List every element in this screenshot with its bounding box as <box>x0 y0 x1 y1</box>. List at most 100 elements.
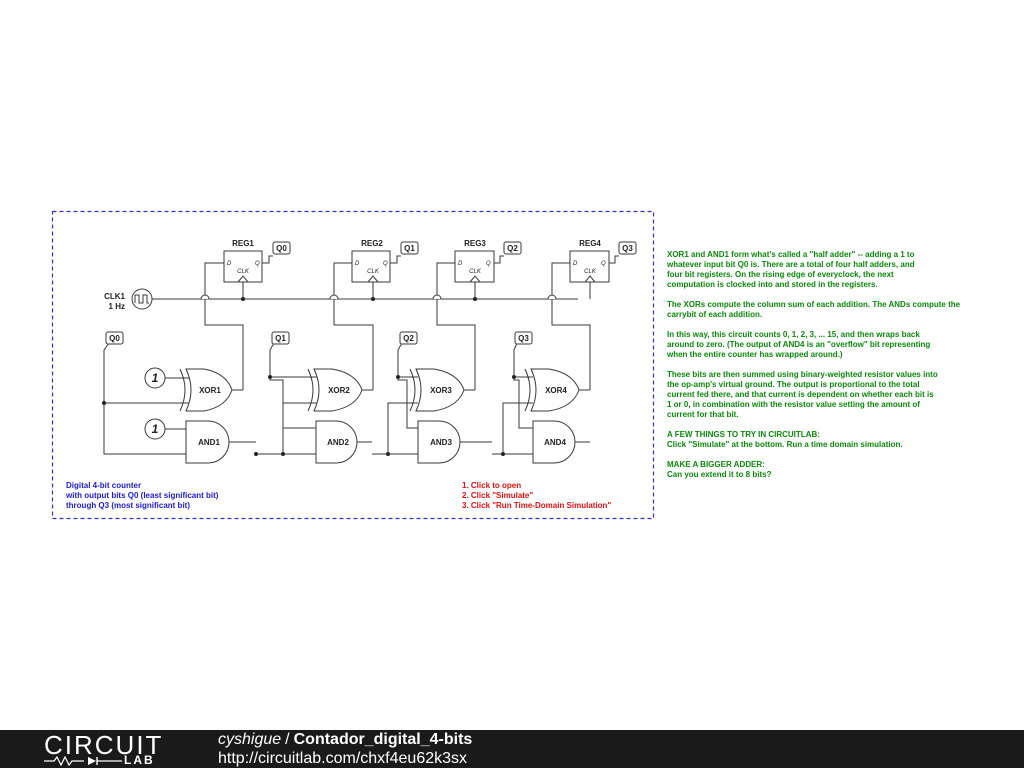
clock-name: CLK1 <box>104 292 125 301</box>
explanation-line: In this way, this circuit counts 0, 1, 2… <box>667 330 920 339</box>
instructions-steps: 1. Click to open 2. Click "Simulate" 3. … <box>462 481 611 511</box>
explanation-gap <box>667 450 960 460</box>
output-flag-q3-label: Q3 <box>622 244 633 253</box>
constant-one-and1-label: 1 <box>152 422 159 436</box>
step-line: 1. Click to open <box>462 481 522 490</box>
explanation-line: Can you extend it to 8 bits? <box>667 470 772 479</box>
circuitlab-logo-circuit[interactable]: CIRCUIT <box>44 730 164 760</box>
schematic-frame <box>51 210 655 520</box>
description-line: through Q3 (most significant bit) <box>66 501 190 510</box>
xor-gate-xor4[interactable]: XOR4 <box>524 368 580 412</box>
explanation-gap <box>667 420 960 430</box>
explanation-line: MAKE A BIGGER ADDER: <box>667 460 765 469</box>
title-separator: / <box>285 731 290 748</box>
description-line: Digital 4-bit counter <box>66 481 142 490</box>
circuit-description: Digital 4-bit counter with output bits Q… <box>66 481 218 511</box>
explanation-line: the op-amp's virtual ground. The output … <box>667 380 920 389</box>
register-reg4-clk: CLK <box>584 269 597 275</box>
constant-one-xor1[interactable]: 1 <box>144 367 166 389</box>
clock-frequency: 1 Hz <box>109 302 125 311</box>
clock-source[interactable] <box>131 288 153 310</box>
and-gate-and2[interactable]: AND2 <box>315 420 358 464</box>
register-reg2[interactable]: REG2 D Q CLK <box>351 239 391 283</box>
constant-one-xor1-label: 1 <box>152 371 159 385</box>
resistor-diode-logo-icon <box>44 756 122 766</box>
register-reg4-d: D <box>573 261 578 267</box>
explanation-line: whatever input bit Q0 is. There are a to… <box>667 260 915 269</box>
explanation-gap <box>667 290 960 300</box>
output-flag-q3[interactable]: Q3 <box>618 241 637 255</box>
and-gate-and4-label: AND4 <box>544 438 566 447</box>
and-gate-and1[interactable]: AND1 <box>185 420 230 464</box>
register-reg1-d: D <box>227 261 232 267</box>
xor-gate-xor3[interactable]: XOR3 <box>409 368 465 412</box>
explanation-line: The XORs compute the column sum of each … <box>667 300 961 309</box>
explanation-line: four bit registers. On the rising edge o… <box>667 270 894 279</box>
description-line: with output bits Q0 (least significant b… <box>66 491 219 500</box>
explanation-gap <box>667 320 960 330</box>
author-name[interactable]: cyshigue <box>218 731 282 748</box>
output-flag-q2-label: Q2 <box>507 244 518 253</box>
output-flag-q1-label: Q1 <box>404 244 415 253</box>
and-gate-and4[interactable]: AND4 <box>532 420 576 464</box>
output-flag-q1[interactable]: Q1 <box>400 241 419 255</box>
explanation-line: XOR1 and AND1 form what's called a "half… <box>667 250 915 259</box>
explanation-line: A FEW THINGS TO TRY IN CIRCUITLAB: <box>667 430 820 439</box>
junction-dots <box>102 297 516 456</box>
step-line: 2. Click "Simulate" <box>462 491 534 500</box>
register-reg2-d: D <box>355 261 360 267</box>
register-reg2-clk: CLK <box>367 269 380 275</box>
explanation-line: current for that bit. <box>667 410 739 419</box>
explanation-line: Click "Simulate" at the bottom. Run a ti… <box>667 440 903 449</box>
register-reg3-q: Q <box>486 261 491 267</box>
output-flag-q0-label: Q0 <box>276 244 287 253</box>
circuit-schematic[interactable]: CLK1 1 Hz REG1 D Q CLK REG2 D Q CLK REG3… <box>0 0 1024 730</box>
circuitlab-logo-lab: LAB <box>124 753 155 767</box>
output-flag-q0[interactable]: Q0 <box>272 241 291 255</box>
xor-gate-xor2[interactable]: XOR2 <box>307 368 363 412</box>
register-reg2-q: Q <box>383 261 388 267</box>
register-reg2-name: REG2 <box>361 239 383 248</box>
circuit-explanation: XOR1 and AND1 form what's called a "half… <box>667 250 960 480</box>
input-flag-q2-label: Q2 <box>403 334 414 343</box>
xor-gate-xor2-label: XOR2 <box>328 386 350 395</box>
input-flag-q3[interactable]: Q3 <box>514 331 533 345</box>
register-reg1[interactable]: REG1 D Q CLK <box>223 239 263 283</box>
xor-gate-xor1-label: XOR1 <box>199 386 221 395</box>
register-reg3-clk: CLK <box>469 269 482 275</box>
register-reg4[interactable]: REG4 D Q CLK <box>569 239 610 283</box>
input-flag-q0-label: Q0 <box>109 334 120 343</box>
circuit-name[interactable]: Contador_digital_4-bits <box>293 731 473 748</box>
explanation-line: when the entire counter has wrapped arou… <box>667 350 843 359</box>
circuit-url-link[interactable]: http://circuitlab.com/chxf4eu62k3sx <box>218 750 468 767</box>
input-flag-q2[interactable]: Q2 <box>399 331 418 345</box>
xor-gate-xor4-label: XOR4 <box>545 386 567 395</box>
explanation-line: current fed there, and that current is d… <box>667 390 934 399</box>
and-gate-and2-label: AND2 <box>327 438 349 447</box>
footer-bar: CIRCUIT LAB cyshigue/Contador_digital_4-… <box>0 730 1024 768</box>
explanation-line: around to zero. (The output of AND4 is a… <box>667 340 931 349</box>
explanation-line: computation is clocked into and stored i… <box>667 280 878 289</box>
footer-title: cyshigue/Contador_digital_4-bits <box>218 731 472 749</box>
register-reg4-q: Q <box>601 261 606 267</box>
explanation-gap <box>667 360 960 370</box>
constant-one-and1[interactable]: 1 <box>144 418 166 440</box>
and-gate-and3[interactable]: AND3 <box>417 420 461 464</box>
and-gate-and3-label: AND3 <box>430 438 452 447</box>
and-gate-and1-label: AND1 <box>198 438 220 447</box>
input-flag-q0[interactable]: Q0 <box>105 331 124 345</box>
input-flag-q1-label: Q1 <box>275 334 286 343</box>
xor-gate-xor3-label: XOR3 <box>430 386 452 395</box>
register-reg3-d: D <box>458 261 463 267</box>
output-flag-q2[interactable]: Q2 <box>503 241 522 255</box>
register-reg3[interactable]: REG3 D Q CLK <box>454 239 495 283</box>
explanation-line: carrybit of each addition. <box>667 310 763 319</box>
wire-crossovers <box>200 294 557 300</box>
register-reg3-name: REG3 <box>464 239 486 248</box>
register-reg1-clk: CLK <box>237 269 250 275</box>
explanation-line: 1 or 0, in combination with the resistor… <box>667 400 920 409</box>
xor-gate-xor1[interactable]: XOR1 <box>179 368 233 412</box>
register-reg4-name: REG4 <box>579 239 601 248</box>
explanation-line: These bits are then summed using binary-… <box>667 370 938 379</box>
input-flag-q1[interactable]: Q1 <box>271 331 290 345</box>
